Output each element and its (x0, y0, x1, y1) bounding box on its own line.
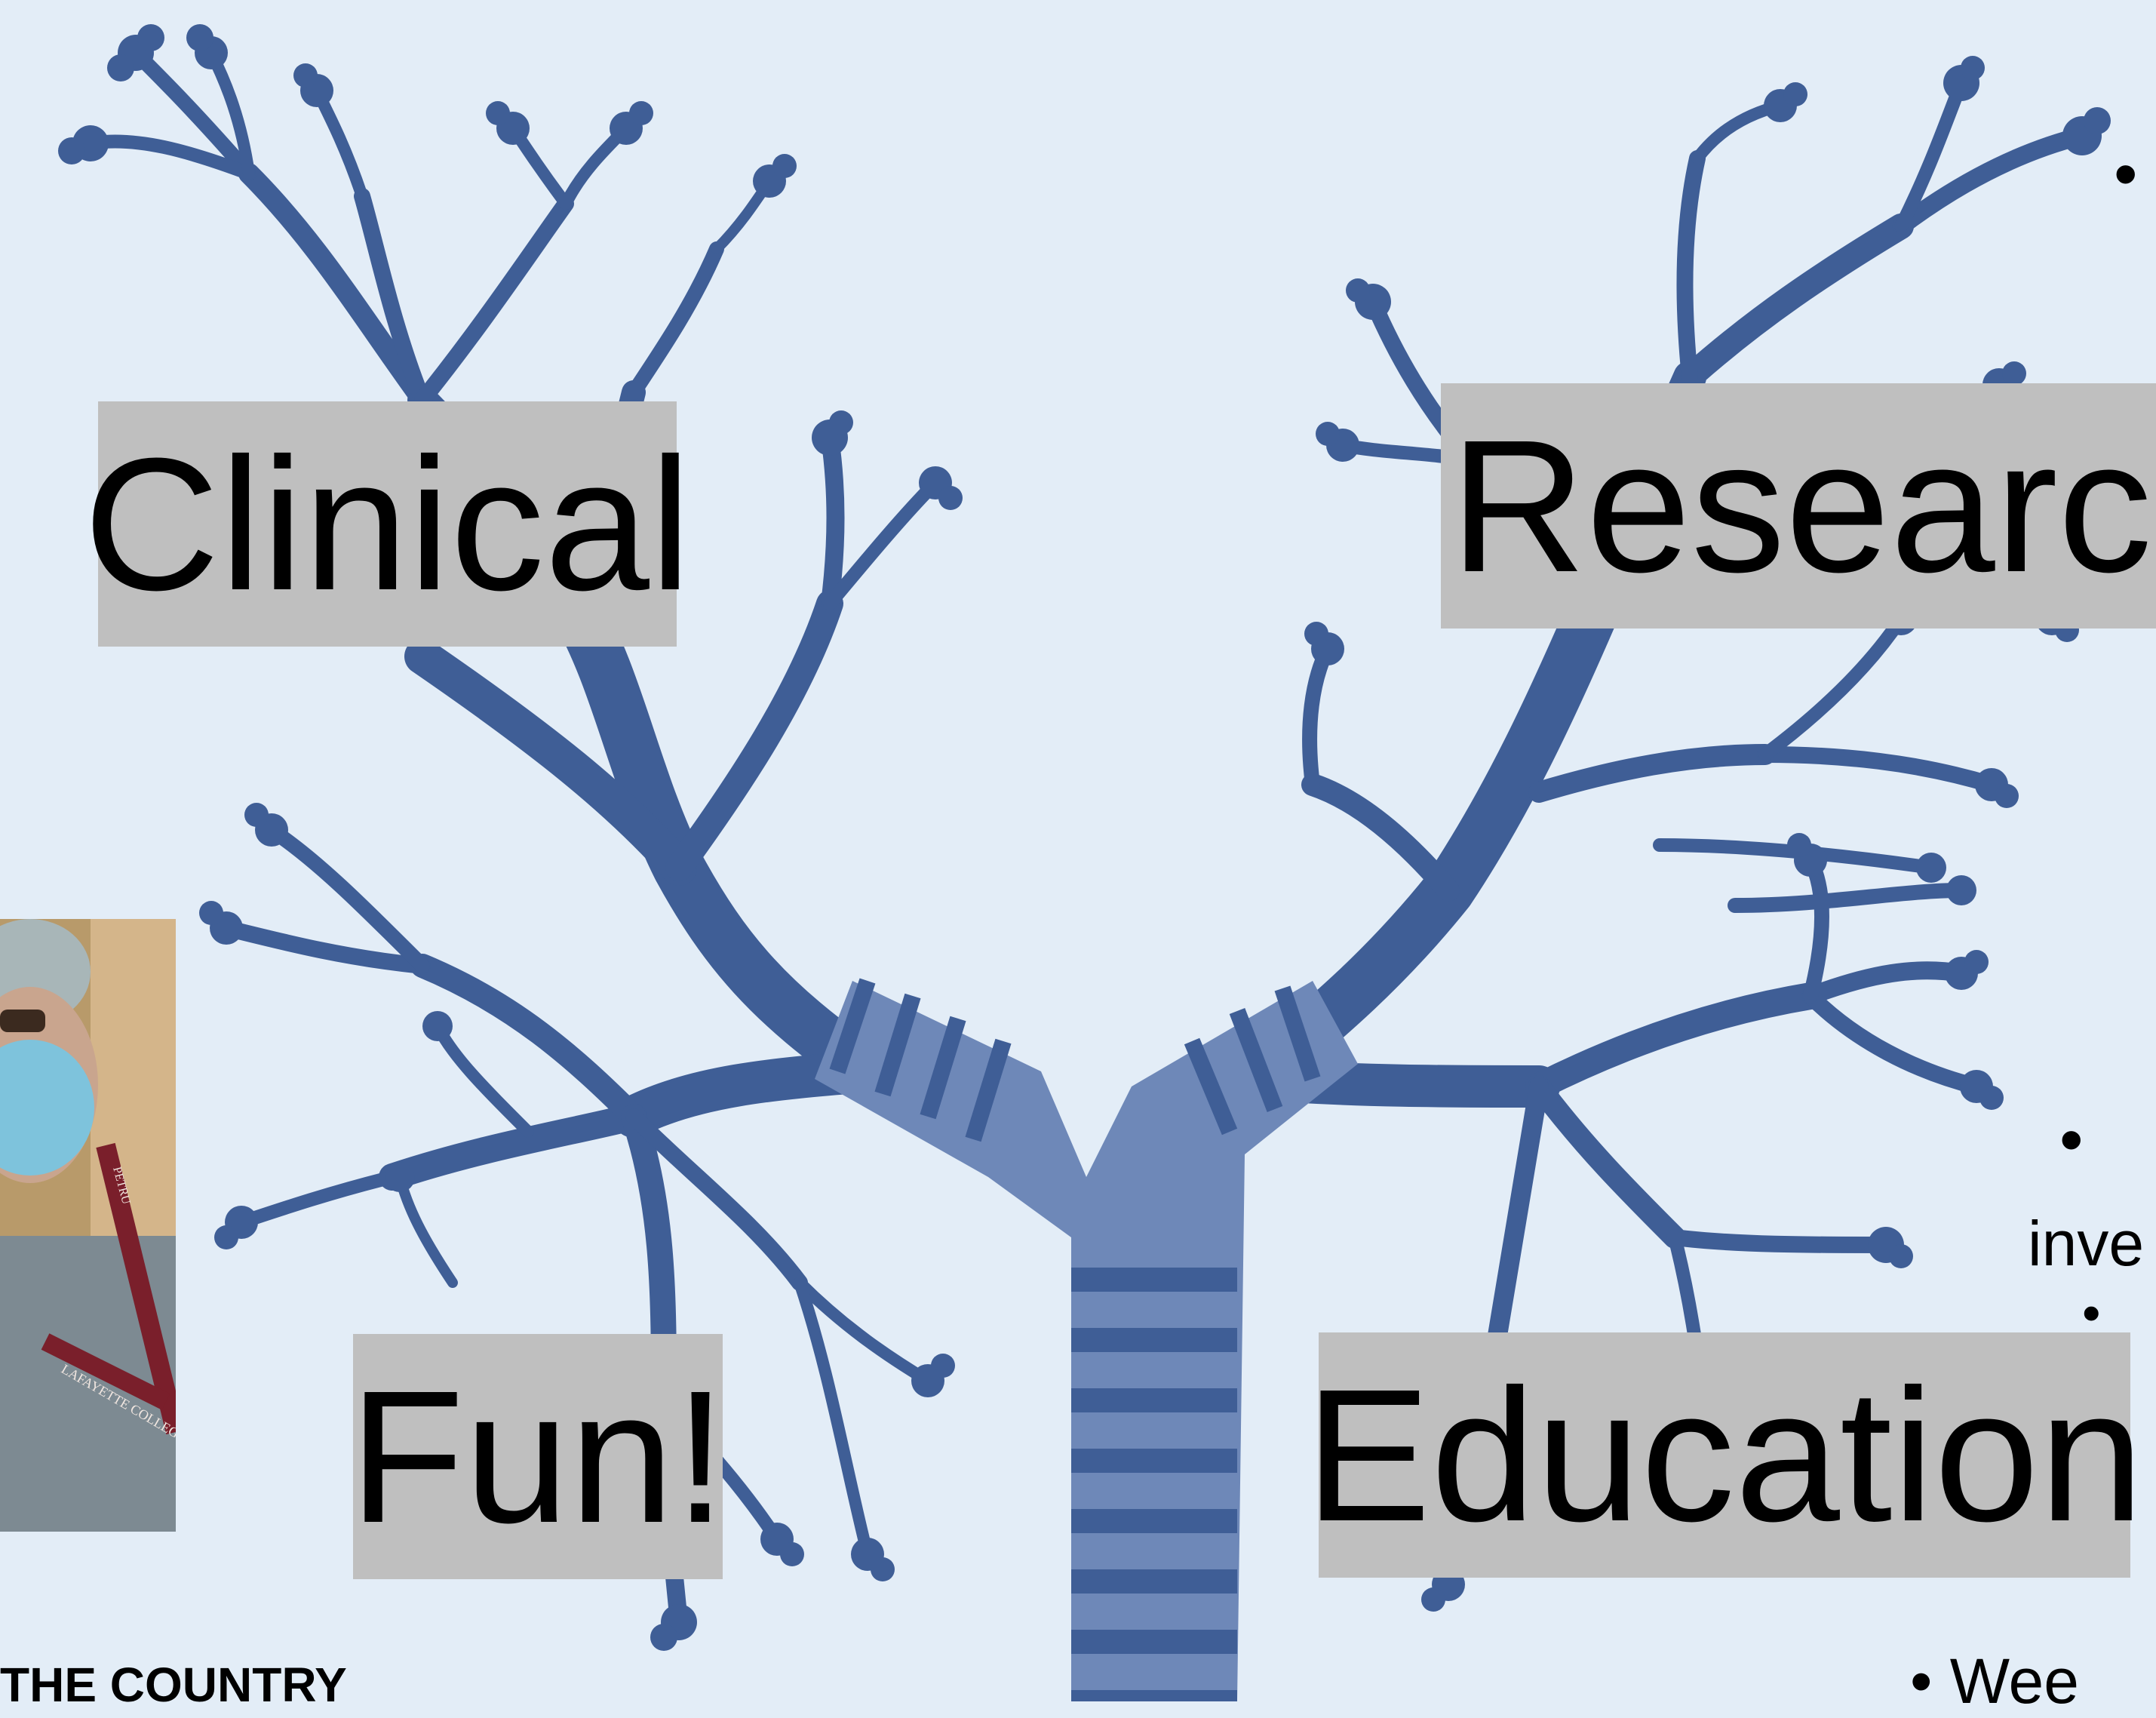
text-fragment-inve: inve (2028, 1207, 2144, 1280)
label-clinical: Clinical (98, 401, 677, 647)
person-in-scrubs-image: LAFAYETTE COLLEGE PETRU (0, 919, 176, 1532)
label-fun: Fun! (353, 1334, 723, 1579)
text-fragment-the-country: THE COUNTRY (0, 1657, 347, 1713)
bullet-fragment-lower: • (2082, 1283, 2101, 1343)
text-fragment-wee: • Wee (1910, 1645, 2079, 1718)
label-education: Education (1319, 1332, 2130, 1578)
label-research: Research (1441, 383, 2156, 628)
staff-photo: LAFAYETTE COLLEGE PETRU (0, 919, 176, 1532)
bullet-fragment-top: • (2114, 136, 2138, 214)
bullet-fragment-middle: • (2059, 1102, 2084, 1179)
